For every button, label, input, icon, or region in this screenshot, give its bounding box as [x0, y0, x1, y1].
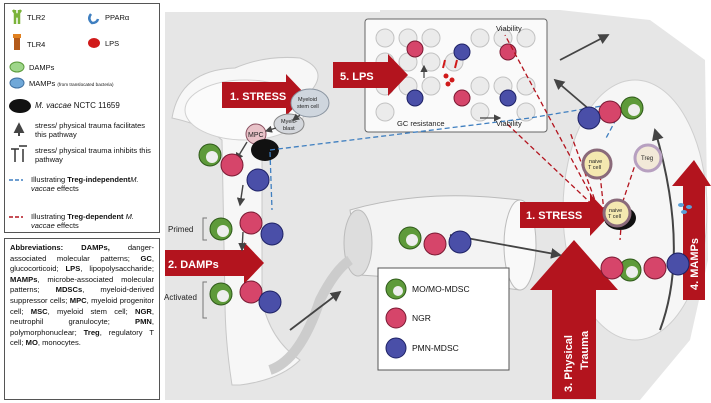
- mamps-icon: [9, 77, 25, 89]
- abbrev-definition: , polymorphonuclear;: [10, 317, 154, 337]
- abbrev-definition: , myeloid stem cell;: [47, 306, 135, 316]
- tlr2-icon: [11, 9, 23, 24]
- myeloblast-label-2: blast: [283, 126, 295, 132]
- abbrev-term: Abbreviations: DAMPs,: [10, 243, 110, 252]
- primed-cells: [209, 211, 284, 246]
- legend-inhibits: stress/ physical trauma inhibits this pa…: [35, 146, 151, 164]
- mamps-arrow: [672, 160, 711, 300]
- lps-icon: [88, 38, 100, 48]
- legend-treg-dependent: Illustrating Treg-dependent M. vaccae ef…: [31, 212, 134, 230]
- legend-icons: [9, 9, 100, 218]
- activated-cells: [209, 280, 282, 314]
- treg-cell: [633, 143, 663, 173]
- naive-t-cell-2: [602, 198, 632, 228]
- myeloid-stem-cell: [290, 88, 330, 118]
- cell-legend-mo: MO/MO-MDSC: [412, 284, 470, 294]
- legend-tlr4: TLR4: [27, 40, 46, 49]
- mamps-label: 4. MAMPs: [689, 238, 701, 290]
- abbrev-term: MO: [25, 338, 38, 348]
- naive-t-label-1a: naive: [589, 159, 602, 165]
- legend-lps: LPS: [105, 39, 120, 48]
- viability-top-label: Viability: [496, 24, 522, 33]
- abbrev-definition: , myeloid progenitor cell;: [10, 295, 154, 316]
- damps-label: 2. DAMPs: [168, 259, 219, 271]
- legend-damps: DAMPs: [29, 63, 55, 72]
- naive-t-label-1b: T cell: [588, 165, 601, 171]
- primed-label: Primed: [168, 225, 193, 234]
- abbrev-definition: , neutrophil granulocyte;: [10, 306, 154, 327]
- mpc-label: MPC: [248, 132, 264, 139]
- activated-label: Activated: [164, 293, 197, 302]
- abbrev-definition: , lipopolysaccharide;: [80, 264, 154, 274]
- upper-bone-cells: [198, 143, 270, 192]
- lps-arrow: [333, 54, 408, 96]
- legend-tlr2: TLR2: [27, 13, 46, 22]
- myeloid-stem-label-1: Myeloid: [298, 97, 317, 103]
- trauma-label-2: Trauma: [579, 330, 591, 370]
- abbrev-term: MSC: [30, 306, 48, 316]
- legend-panel: TLR2 PPARα TLR4 LPS DAMPs MAMPs (from tr…: [4, 3, 160, 233]
- naive-t-cell-1: [581, 148, 613, 180]
- stress-arrow-top: [222, 74, 306, 116]
- abbrev-definition: danger-associated molecular patterns;: [10, 243, 154, 263]
- damps-icon: [9, 61, 25, 73]
- mamps-dots: [678, 203, 692, 214]
- abbrev-definition: , glucocorticoid;: [10, 253, 154, 274]
- legend-mvaccae: M. vaccae NCTC 11659: [35, 101, 120, 110]
- abbrev-term: MDSCs: [55, 285, 83, 295]
- cell-legend-ngr: NGR: [412, 313, 431, 323]
- abbrev-term: GC: [140, 253, 152, 263]
- stress-arrow-right: [520, 194, 610, 236]
- gc-resistance-label: GC resistance: [397, 119, 445, 128]
- damps-arrow: [165, 242, 264, 284]
- trauma-label-1: 3. Physical: [563, 335, 575, 392]
- lps-label: 5. LPS: [340, 71, 374, 83]
- treg-label: Treg: [641, 156, 653, 162]
- tissue-cells: [577, 96, 690, 282]
- viability-bottom-label: Viability: [496, 119, 522, 128]
- ppar-icon: [88, 13, 100, 25]
- naive-t-label-2b: T cell: [608, 214, 621, 220]
- legend-treg-independent: Illustrating Treg-independentM. vaccae e…: [31, 175, 139, 193]
- tlr4-icon: [14, 36, 20, 50]
- legend-mamps: MAMPs (from translocated bacteria): [29, 79, 114, 88]
- abbrev-definition: , monocytes.: [37, 338, 81, 348]
- stress-right-label: 1. STRESS: [526, 210, 582, 222]
- stress-top-label: 1. STRESS: [230, 91, 286, 103]
- legend-ppar: PPARα: [105, 13, 130, 22]
- abbrev-definition: , microbe-associated molecular patterns;: [10, 274, 154, 295]
- abbrev-definition: , regulatory T cell;: [10, 327, 154, 348]
- vessel-cells: [398, 226, 472, 256]
- abbrev-definition: , myeloid-derived suppressor cells;: [10, 285, 154, 305]
- naive-t-label-2a: naive: [609, 208, 622, 214]
- myeloid-stem-label-2: stem cell: [297, 104, 319, 110]
- abbrev-term: NGR: [134, 306, 152, 316]
- inhibits-arrow-icon: [11, 145, 27, 162]
- legend-mamps-note: (from translocated bacteria): [57, 82, 114, 87]
- legend-facilitates: stress/ physical trauma facilitates this…: [35, 121, 146, 139]
- cell-legend-pmn: PMN-MDSC: [412, 343, 459, 353]
- abbrev-term: PMN: [135, 317, 152, 327]
- abbrev-term: Treg: [83, 327, 100, 337]
- myeloblast-label-1: Myelo-: [281, 119, 298, 125]
- abbrev-term: LPS: [65, 264, 81, 274]
- mvaccae-icon: [9, 99, 31, 113]
- trauma-arrow: [530, 240, 618, 399]
- abbrev-term: MPC: [69, 295, 87, 305]
- abbrev-term: MAMPs: [10, 274, 38, 284]
- abbreviations-panel: Abbreviations: DAMPs, danger-associated …: [4, 238, 160, 400]
